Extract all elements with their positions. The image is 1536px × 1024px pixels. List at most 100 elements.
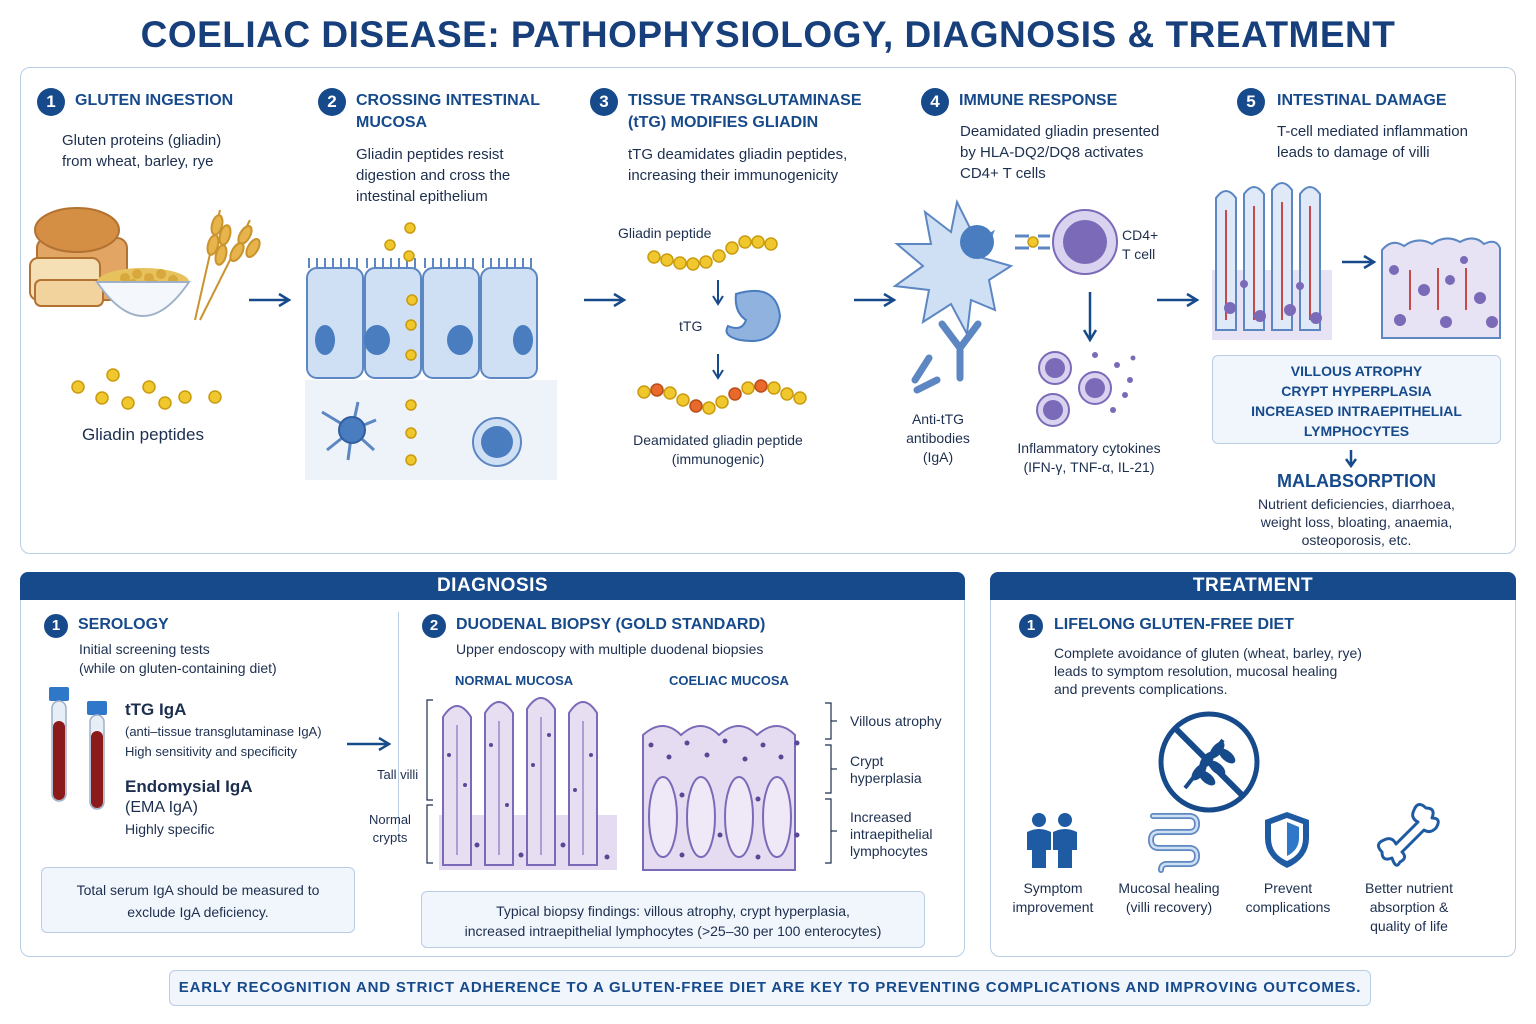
benefit-prevent: Prevent complications	[1245, 880, 1331, 915]
biopsy-desc: Upper endoscopy with multiple duodenal b…	[456, 641, 764, 657]
step-title: LIFELONG GLUTEN-FREE DIET	[1054, 616, 1294, 633]
gliadin-dots	[71, 368, 222, 410]
step-number: 1	[44, 614, 68, 638]
gliadin-dots	[384, 222, 418, 466]
gluten-food-illustration	[29, 207, 261, 410]
step-number: 4	[921, 88, 949, 116]
divider	[398, 612, 399, 832]
serology-desc: Initial screening tests (while on gluten…	[79, 641, 277, 676]
coeliac-mucosa-tissue	[642, 725, 800, 871]
malabsorption-desc: Nutrient deficiencies, diarrhoea, weight…	[1258, 496, 1455, 548]
hla-peptide-complex	[1015, 234, 1050, 250]
step-5-desc: T-cell mediated inflammation leads to da…	[1277, 123, 1468, 161]
no-gluten-icon	[1158, 711, 1260, 813]
benefit-nutrient: Better nutrient absorption & quality of …	[1365, 880, 1453, 934]
step-5: 5 INTESTINAL DAMAGE	[1237, 88, 1446, 116]
deamidated-peptide-chain	[637, 379, 807, 415]
cd4-t-cell-label: CD4+ T cell	[1122, 227, 1159, 262]
step-title: IMMUNE RESPONSE	[959, 92, 1118, 109]
page-title: COELIAC DISEASE: PATHOPHYSIOLOGY, DIAGNO…	[140, 14, 1396, 55]
antigen-presenting-cell-icon	[892, 198, 1014, 338]
step-2: 2 CROSSING INTESTINAL MUCOSA	[318, 88, 540, 131]
shield-icon	[1265, 812, 1309, 868]
step-title: TISSUE TRANSGLUTAMINASE (tTG) MODIFIES G…	[628, 92, 862, 131]
biopsy-comparison-illustration	[426, 697, 837, 871]
epithelium-illustration	[305, 222, 557, 480]
antibodies-label: Anti-tTG antibodies (IgA)	[906, 411, 970, 465]
blood-tube-icon	[49, 687, 69, 802]
ttg-enzyme-icon	[725, 289, 782, 342]
benefit-symptom: Symptom improvement	[1012, 880, 1094, 915]
step-title: GLUTEN INGESTION	[75, 92, 234, 109]
step-1: 1 GLUTEN INGESTION	[37, 88, 233, 116]
step-title: DUODENAL BIOPSY (GOLD STANDARD)	[456, 616, 766, 633]
arrow-right-icon	[584, 292, 627, 308]
damage-findings-box: VILLOUS ATROPHY CRYPT HYPERPLASIA INCREA…	[1212, 355, 1501, 444]
step-4-desc: Deamidated gliadin presented by HLA-DQ2/…	[960, 123, 1160, 182]
benefit-mucosal-healing: Mucosal healing (villi recovery)	[1118, 880, 1220, 915]
gliadin-peptides-label: Gliadin peptides	[82, 425, 204, 444]
step-number: 1	[37, 88, 65, 116]
iel-label: Increased intraepithelial lymphocytes	[850, 809, 933, 859]
step-2-desc: Gliadin peptides resist digestion and cr…	[356, 146, 511, 205]
cd4-t-cell-icon	[1052, 209, 1118, 275]
bone-icon	[1377, 803, 1440, 867]
ema-iga-test: Endomysial IgA (EMA IgA) Highly specific	[125, 777, 253, 837]
biopsy-findings-note: Typical biopsy findings: villous atrophy…	[421, 891, 925, 948]
blood-tube-icons	[49, 687, 107, 810]
normal-mucosa-label: NORMAL MUCOSA	[455, 673, 574, 688]
gluten-free-diet-section: 1 LIFELONG GLUTEN-FREE DIET	[1019, 614, 1294, 638]
grain-bowl-icon	[95, 268, 191, 317]
step-4: 4 IMMUNE RESPONSE	[921, 88, 1117, 116]
arrow-right-icon	[1157, 292, 1200, 308]
step-title: SEROLOGY	[78, 616, 169, 633]
step-3-desc: tTG deamidates gliadin peptides, increas…	[628, 146, 848, 184]
step-number: 5	[1237, 88, 1265, 116]
peptide-chain	[647, 235, 778, 271]
gliadin-peptide-label: Gliadin peptide	[618, 225, 712, 241]
step-1-desc: Gluten proteins (gliadin) from wheat, ba…	[62, 132, 222, 170]
biopsy-section: 2 DUODENAL BIOPSY (GOLD STANDARD)	[422, 614, 765, 638]
tall-villi-label: Tall villi	[377, 767, 419, 782]
arrow-right-icon	[249, 292, 292, 308]
iga-deficiency-note: Total serum IgA should be measured to ex…	[41, 867, 355, 933]
treatment-header: TREATMENT	[990, 572, 1516, 600]
serology-section: 1 SEROLOGY	[44, 614, 169, 638]
crypt-hyperplasia-label: Crypt hyperplasia	[850, 753, 922, 786]
immune-response-illustration	[892, 198, 1136, 427]
coeliac-mucosa-label: COELIAC MUCOSA	[669, 673, 789, 688]
intestine-icon	[1147, 813, 1201, 873]
ttg-reaction-illustration	[637, 235, 807, 415]
ttg-iga-test: tTG IgA (anti–tissue transglutaminase Ig…	[125, 700, 322, 759]
step-number: 2	[422, 614, 446, 638]
step-3: 3 TISSUE TRANSGLUTAMINASE (tTG) MODIFIES…	[590, 88, 861, 131]
deamidated-peptide-label: Deamidated gliadin peptide (immunogenic)	[633, 432, 803, 467]
normal-mucosa-villi	[439, 697, 617, 870]
epithelial-cells	[306, 267, 538, 379]
step-title: INTESTINAL DAMAGE	[1277, 92, 1447, 109]
step-number: 3	[590, 88, 618, 116]
diagnosis-header: DIAGNOSIS	[20, 572, 965, 600]
blood-tube-icon	[87, 701, 107, 810]
step-number: 2	[318, 88, 346, 116]
wheat-icon	[194, 209, 261, 321]
antibody-icon	[911, 320, 982, 394]
cytokines-label: Inflammatory cytokines (IFN-γ, TNF-α, IL…	[1017, 440, 1161, 475]
treatment-desc: Complete avoidance of gluten (wheat, bar…	[1054, 645, 1362, 697]
arrow-right-icon	[347, 736, 392, 752]
step-title: CROSSING INTESTINAL MUCOSA	[356, 92, 541, 131]
step-number: 1	[1019, 614, 1043, 638]
normal-crypts-label: Normal crypts	[369, 812, 411, 845]
villi-damage-illustration	[1212, 182, 1501, 340]
people-icon	[1027, 813, 1077, 868]
villous-atrophy-label: Villous atrophy	[850, 713, 942, 729]
arrow-right-icon	[854, 292, 897, 308]
dendritic-cell-icon	[321, 401, 377, 461]
atrophic-villi	[1381, 237, 1501, 339]
ttg-label: tTG	[679, 318, 703, 334]
lymphocyte-icon	[472, 417, 522, 467]
arrow-down-icon	[1344, 450, 1358, 469]
malabsorption-title: MALABSORPTION	[1277, 471, 1436, 491]
footer-banner: EARLY RECOGNITION AND STRICT ADHERENCE T…	[169, 970, 1371, 1006]
microvilli	[308, 258, 532, 268]
